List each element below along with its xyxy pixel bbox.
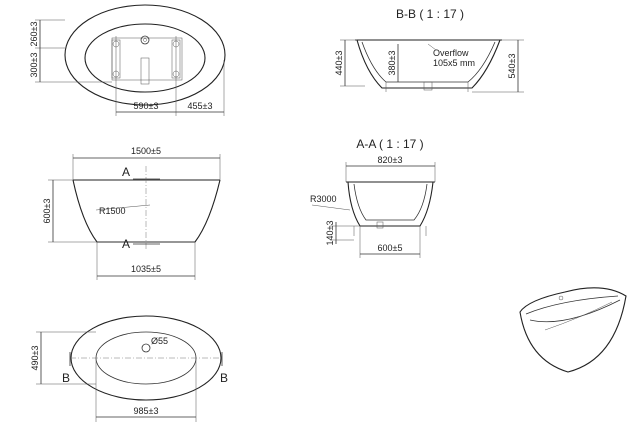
bb-inner-shell <box>361 41 496 83</box>
iso-overflow-icon <box>558 295 564 301</box>
tub-outer-rim <box>64 4 226 106</box>
support-frame <box>111 37 183 81</box>
dim-140: 140±3 <box>325 221 335 246</box>
dim-600-front: 600±3 <box>42 199 52 224</box>
top-plan-view: 260±3 300±3 590±3 455±3 <box>29 4 226 116</box>
dim-490: 490±3 <box>30 346 40 371</box>
cut-mark-b-right: B <box>220 371 228 385</box>
dim-985: 985±3 <box>134 406 159 416</box>
dim-260: 260±3 <box>29 22 39 47</box>
isometric-view <box>519 287 627 373</box>
section-aa-title: A-A ( 1 : 17 ) <box>356 137 423 151</box>
aa-outer-shell <box>347 181 434 227</box>
dim-455: 455±3 <box>188 101 213 111</box>
drain-o55-icon <box>141 343 151 353</box>
dim-300: 300±3 <box>29 53 39 78</box>
cut-mark-a-bottom: A <box>122 237 130 251</box>
dim-1500: 1500±5 <box>131 146 161 156</box>
bb-outer-shell <box>356 39 501 89</box>
section-bb-title: B-B ( 1 : 17 ) <box>396 7 464 21</box>
dim-820: 820±3 <box>378 155 403 165</box>
dim-540: 540±3 <box>507 54 517 79</box>
front-elevation-view: 1500±5 600±3 R1500 A A 1035±5 <box>42 146 221 280</box>
tub-inner-rim <box>84 23 206 93</box>
drain-icon <box>140 35 150 45</box>
front-shell <box>72 179 221 243</box>
dim-600-aa: 600±5 <box>378 243 403 253</box>
radius-r3000: R3000 <box>310 194 337 204</box>
overflow-size: 105x5 mm <box>433 58 475 68</box>
cut-mark-b-left: B <box>62 371 70 385</box>
radius-r1500: R1500 <box>99 206 126 216</box>
aa-drain <box>376 221 384 229</box>
drain-pipe <box>140 57 150 85</box>
cut-mark-a-top: A <box>122 165 130 179</box>
dim-590: 590±3 <box>134 101 159 111</box>
plan-view: Ø55 B B 490±3 985±3 <box>30 315 228 422</box>
dim-1035: 1035±5 <box>131 264 161 274</box>
iso-rim-curve <box>525 295 619 315</box>
overflow-label: Overflow <box>433 48 469 58</box>
iso-basin-curve <box>529 299 621 323</box>
section-aa-view: A-A ( 1 : 17 ) 820±3 R3000 140±3 600±5 <box>310 137 436 258</box>
bb-drain <box>423 81 433 91</box>
dim-380: 380±3 <box>387 51 397 76</box>
drain-o55: Ø55 <box>151 336 168 346</box>
section-bb-view: B-B ( 1 : 17 ) 440±3 380±3 Overflow 105x… <box>334 7 524 93</box>
aa-inner-shell <box>353 183 428 221</box>
iso-outer-shell <box>519 287 627 373</box>
dim-440: 440±3 <box>334 51 344 76</box>
